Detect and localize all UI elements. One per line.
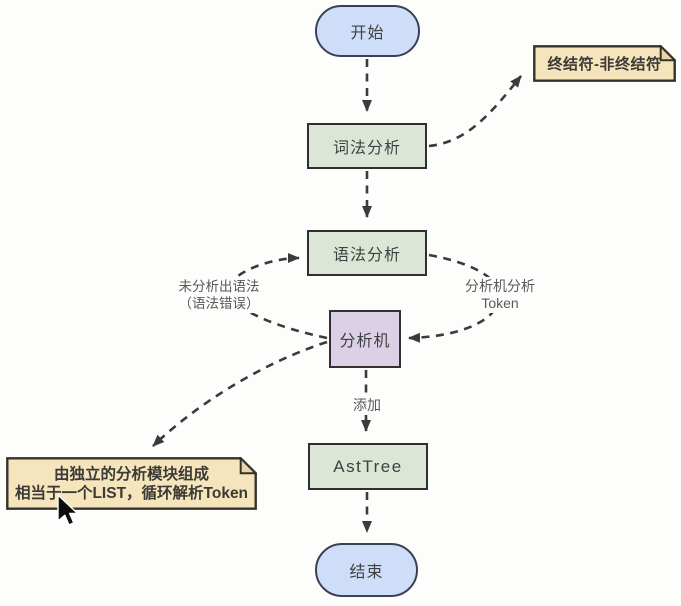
edge-label-analyze-token-line2: Token — [481, 295, 519, 311]
edge-label-syntax-error: 未分析出语法 （语法错误） — [162, 277, 276, 313]
node-end[interactable]: 结束 — [315, 543, 418, 597]
note-terminal-symbols[interactable]: 终结符-非终结符 — [533, 45, 676, 82]
node-start[interactable]: 开始 — [315, 5, 420, 57]
note-analyzer-modules[interactable]: 由独立的分析模块组成 相当于一个LIST，循环解析Token — [6, 457, 257, 510]
node-lexical-analysis[interactable]: 词法分析 — [307, 123, 427, 169]
note-module-line1: 由独立的分析模块组成 — [53, 465, 209, 483]
node-syntax-label: 语法分析 — [332, 247, 401, 264]
edge-label-add-text: 添加 — [353, 397, 381, 413]
edge-label-analyze-token: 分析机分析 Token — [452, 277, 548, 313]
node-analyzer[interactable]: 分析机 — [329, 310, 401, 368]
note-module-line2: 相当于一个LIST，循环解析Token — [14, 484, 249, 502]
edge-label-add: 添加 — [341, 396, 393, 415]
edge-label-syntax-error-line2: （语法错误） — [178, 296, 260, 311]
node-analyzer-label: 分析机 — [339, 333, 391, 350]
note-shape — [6, 457, 257, 510]
node-asttree-label: AstTree — [333, 456, 403, 476]
node-syntax-analysis[interactable]: 语法分析 — [307, 230, 427, 276]
edge-analyzer-modulenote — [152, 340, 328, 447]
node-asttree[interactable]: AstTree — [308, 443, 428, 490]
note-terminal-label: 终结符-非终结符 — [547, 56, 662, 73]
edge-label-syntax-error-line1: 未分析出语法 — [178, 279, 260, 294]
edge-lexical-terminalnote — [428, 75, 523, 148]
node-start-label: 开始 — [350, 25, 385, 42]
mouse-cursor-icon — [57, 494, 79, 526]
node-end-label: 结束 — [349, 564, 384, 581]
note-shape — [533, 45, 676, 82]
node-lexical-label: 词法分析 — [332, 140, 401, 157]
edge-label-analyze-token-line1: 分析机分析 — [465, 278, 535, 294]
